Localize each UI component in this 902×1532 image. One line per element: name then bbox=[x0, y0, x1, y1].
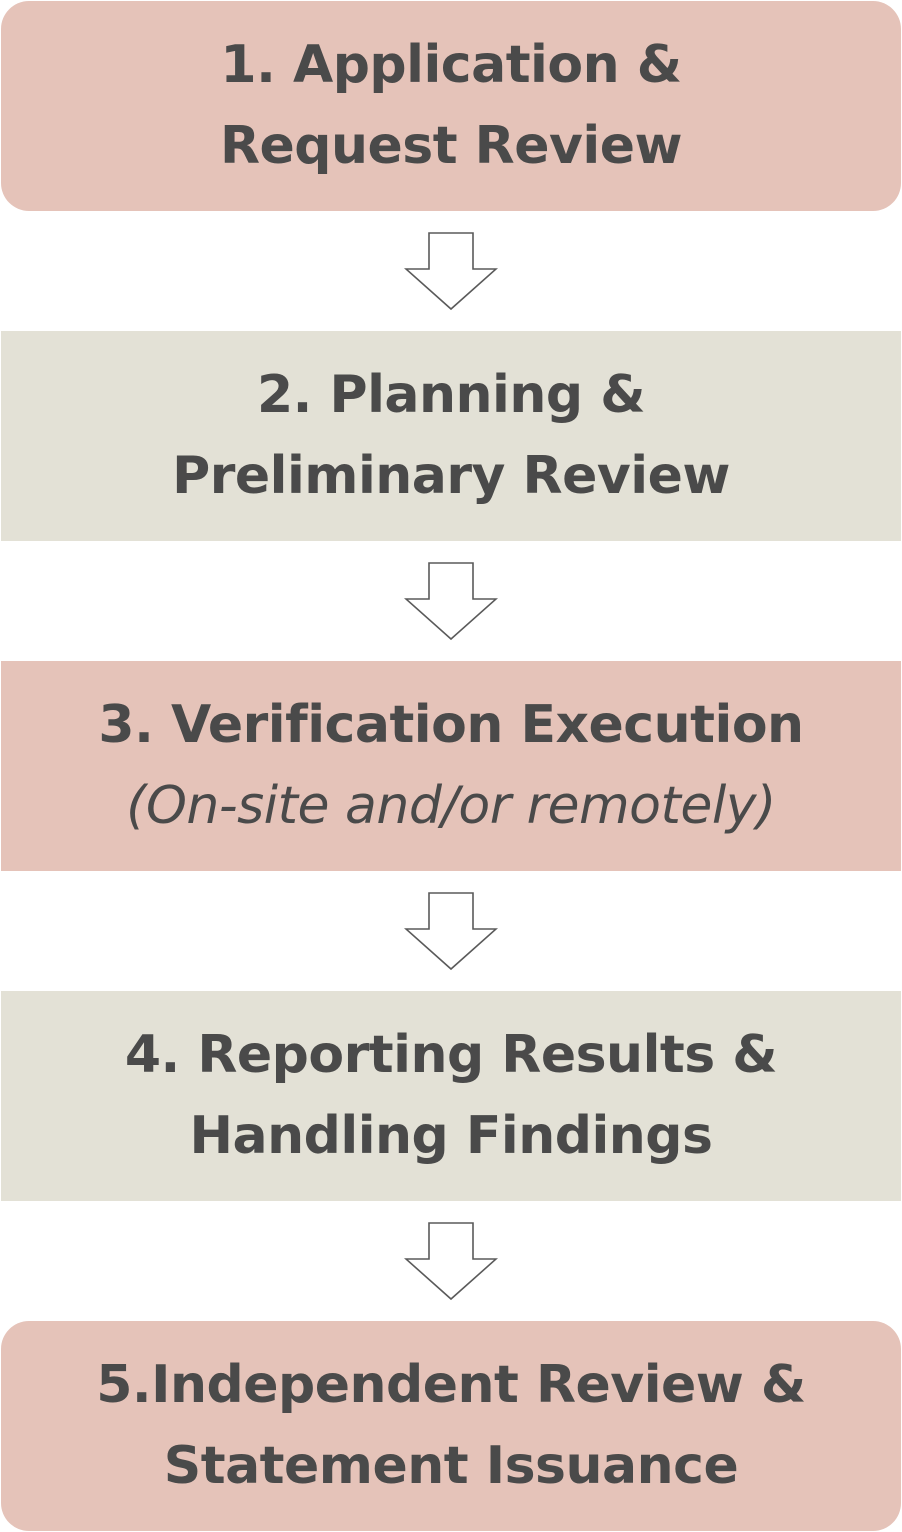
step-1-box: 1. Application & Request Review bbox=[1, 1, 901, 211]
step-4-title: 4. Reporting Results & bbox=[124, 1025, 778, 1085]
step-3-box: 3. Verification Execution (On-site and/o… bbox=[1, 661, 901, 871]
step-3-subtitle: (On-site and/or remotely) bbox=[126, 776, 776, 836]
step-2-subtitle: Preliminary Review bbox=[172, 446, 730, 506]
down-arrow-icon bbox=[404, 561, 498, 641]
step-4-subtitle: Handling Findings bbox=[189, 1106, 713, 1166]
down-arrow-icon bbox=[404, 891, 498, 971]
down-arrow-icon bbox=[404, 231, 498, 311]
step-3-title: 3. Verification Execution bbox=[98, 695, 804, 755]
step-2-title: 2. Planning & bbox=[256, 365, 646, 425]
step-1-title: 1. Application & bbox=[220, 35, 682, 95]
down-arrow-icon bbox=[404, 1221, 498, 1301]
step-4-box: 4. Reporting Results & Handling Findings bbox=[1, 991, 901, 1201]
step-5-box: 5.Independent Review & Statement Issuanc… bbox=[1, 1321, 901, 1531]
step-2-box: 2. Planning & Preliminary Review bbox=[1, 331, 901, 541]
step-5-title: 5.Independent Review & bbox=[96, 1355, 806, 1415]
step-1-subtitle: Request Review bbox=[219, 116, 683, 176]
step-5-subtitle: Statement Issuance bbox=[163, 1436, 739, 1496]
